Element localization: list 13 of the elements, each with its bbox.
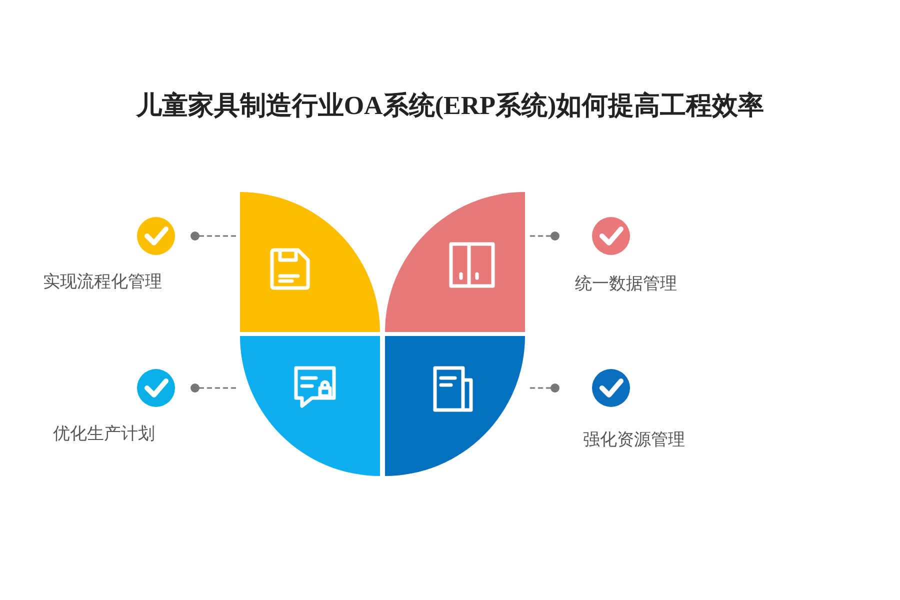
title: 儿童家具制造行业OA系统(ERP系统)如何提高工程效率 — [134, 90, 766, 122]
leader-line — [190, 232, 237, 240]
item-label: 实现流程化管理 — [43, 271, 162, 293]
item-label: 统一数据管理 — [575, 273, 677, 295]
quarter-circle-sector — [240, 192, 380, 332]
quarter-circle-sector — [240, 336, 380, 476]
leader-line — [528, 232, 560, 240]
item-label: 优化生产计划 — [53, 423, 155, 445]
quarter-circle-sector — [385, 336, 525, 476]
leader-line — [190, 384, 237, 392]
item-label: 强化资源管理 — [583, 429, 685, 451]
quarter-circle-sector — [385, 192, 525, 332]
leader-line — [528, 384, 560, 392]
